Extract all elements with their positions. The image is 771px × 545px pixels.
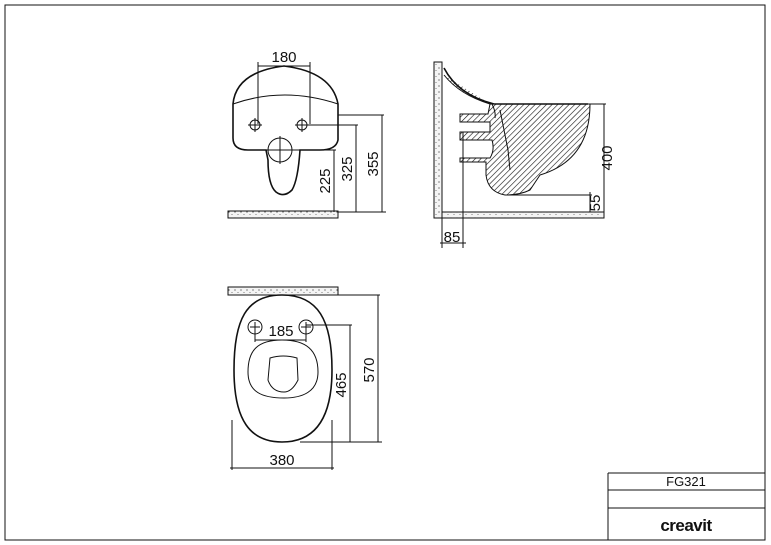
title-block: FG321 creavit: [607, 472, 765, 540]
floor-slab: [227, 210, 339, 219]
dim-400: 400: [599, 145, 616, 170]
top-view: 185 380 465 570: [227, 286, 382, 470]
dim-85: 85: [444, 229, 461, 246]
brand-logo: creavit: [660, 516, 712, 535]
dim-55: 55: [587, 195, 604, 212]
dim-380: 380: [269, 452, 294, 469]
dim-355: 355: [365, 151, 382, 176]
drawing-frame: [4, 4, 766, 541]
dim-225: 225: [317, 168, 334, 193]
side-view: 400 55 85: [433, 61, 616, 248]
seat-opening: [267, 355, 299, 393]
dim-185: 185: [268, 323, 293, 340]
wall-slab: [227, 286, 339, 296]
wall: [433, 61, 443, 219]
dim-180-line: [257, 62, 311, 124]
inner-rim: [247, 339, 319, 399]
dim-325: 325: [339, 156, 356, 181]
floor: [441, 211, 605, 219]
dim-465: 465: [333, 372, 350, 397]
front-view: 180 225 325 355: [227, 49, 386, 219]
front-rim-line: [232, 94, 339, 105]
dim-570: 570: [361, 357, 378, 382]
bowl-outline: [233, 294, 333, 443]
front-bowl-outline: [232, 65, 339, 196]
dim-180: 180: [271, 49, 296, 66]
model-code: FG321: [666, 474, 706, 489]
